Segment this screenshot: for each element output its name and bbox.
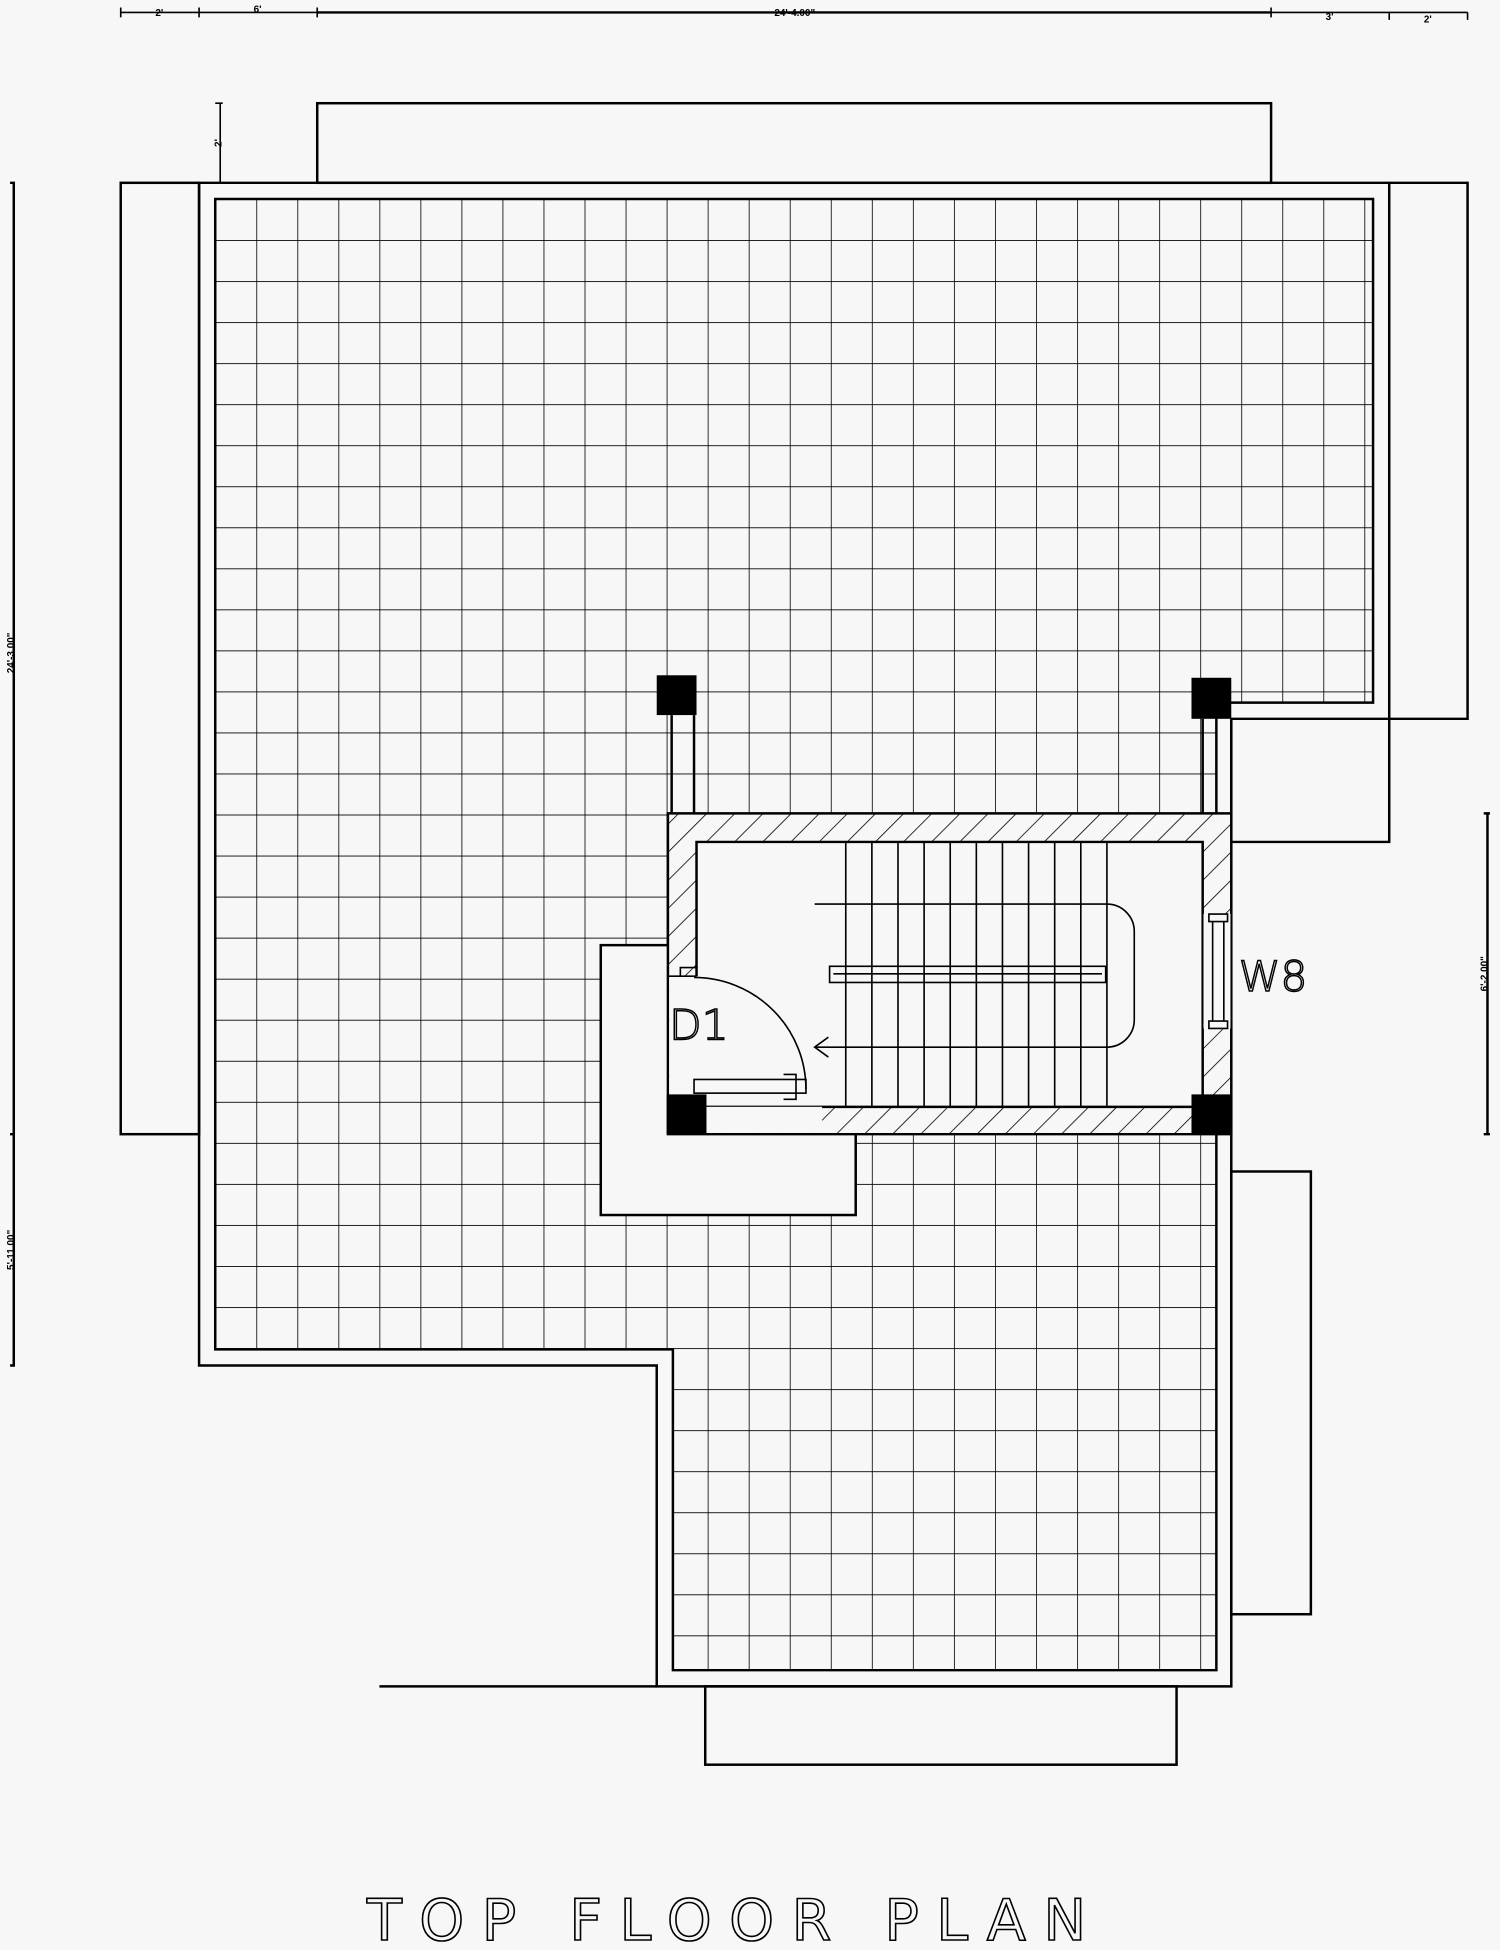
left-dimension-line: 24'-3.00" 5'-11.00" xyxy=(6,181,17,1367)
arrow-icon xyxy=(813,1036,846,1058)
dim-top-4: 3' xyxy=(1326,12,1334,23)
window-w8 xyxy=(1201,913,1233,1030)
dim-left-offset: 2' xyxy=(213,139,224,147)
top-dimension-line: 2' 6' 24'-4.00" 3' 2' xyxy=(119,4,1469,25)
window-label: W8 xyxy=(1239,952,1308,1001)
dim-top-3: 24'-4.00" xyxy=(774,8,815,19)
dim-right: 6'-2.00" xyxy=(1479,956,1490,992)
staircase xyxy=(813,841,1136,1107)
drawing-title: TOP FLOOR PLAN xyxy=(366,1888,1104,1950)
columns xyxy=(656,675,1233,1135)
door-d1 xyxy=(693,976,807,1101)
left-offset-dimension: 2' xyxy=(213,102,224,183)
dim-top-2: 6' xyxy=(254,4,262,15)
door-label: D1 xyxy=(669,1001,728,1050)
slab-outline xyxy=(197,181,1391,1688)
right-dimension-line: 6'-2.00" xyxy=(1479,812,1490,1136)
dim-left-1: 24'-3.00" xyxy=(6,632,17,673)
dim-left-2: 5'-11.00" xyxy=(6,1229,17,1270)
dim-top-1: 2' xyxy=(155,8,163,19)
dim-top-5: 2' xyxy=(1424,14,1432,25)
